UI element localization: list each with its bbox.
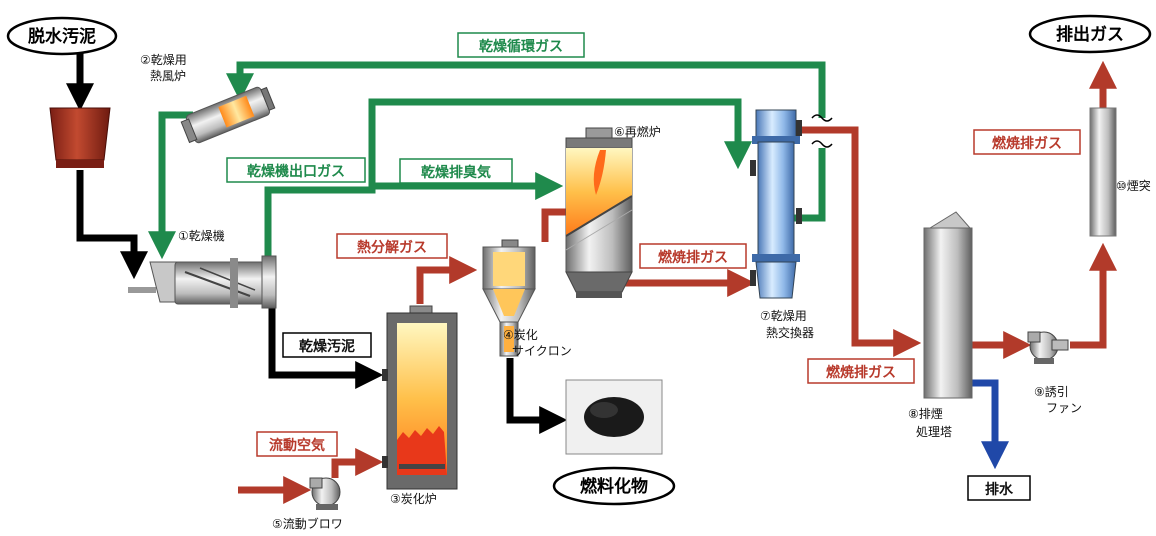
flue-gas-scrubber: [923, 211, 973, 399]
label-combustion-exhaust-1: 燃焼排ガス: [639, 243, 747, 269]
heat-exchanger: [750, 109, 802, 299]
sludge-hopper: [49, 107, 111, 168]
hot-air-furnace-label-1: ②乾燥用: [140, 53, 187, 67]
flow-hotair-to-dryer: [148, 111, 193, 260]
label-pyrolysis-gas: 熱分解ガス: [336, 233, 448, 259]
product-terminal-label: 燃料化物: [580, 476, 648, 497]
svg-text:燃焼排ガス: 燃焼排ガス: [658, 249, 728, 266]
label-combustion-exhaust-3: 燃焼排ガス: [973, 129, 1081, 155]
flow-hx-to-scrubber: [800, 126, 922, 357]
input-terminal: 脱水汚泥: [6, 16, 118, 56]
reburner-label: ⑥再燃炉: [614, 124, 661, 139]
stack-label: ⑩煙突: [1116, 178, 1151, 193]
label-dried-sludge: 乾燥汚泥: [282, 332, 372, 358]
hot-air-furnace: [180, 86, 276, 144]
hot-air-furnace-label-2: 熱風炉: [150, 69, 186, 83]
svg-text:燃焼排ガス: 燃焼排ガス: [992, 135, 1062, 152]
dryer: [128, 255, 277, 309]
output-terminal: 排出ガス: [1028, 14, 1152, 54]
label-wastewater: 排水: [967, 475, 1031, 501]
label-dryer-outlet-gas: 乾燥機出口ガス: [226, 157, 366, 183]
flow-hopper-to-dryer: [76, 170, 148, 280]
blower-label: ⑤流動ブロワ: [272, 516, 343, 531]
fan-label-2: ファン: [1046, 401, 1082, 415]
product-terminal: 燃料化物: [552, 466, 676, 506]
flow-cyclone-to-reburner: [541, 208, 566, 242]
flow-pyrolysis-gas: [416, 256, 478, 304]
flow-hx-return: [792, 148, 826, 222]
svg-text:燃焼排ガス: 燃焼排ガス: [826, 364, 896, 381]
dryer-label: ①乾燥機: [178, 228, 225, 243]
label-combustion-exhaust-2: 燃焼排ガス: [807, 358, 915, 384]
chimney-stack: [1089, 107, 1117, 237]
fluidizing-blower: [309, 477, 341, 510]
flow-wastewater: [972, 379, 1009, 470]
svg-text:排水: 排水: [985, 481, 1014, 498]
svg-text:乾燥循環ガス: 乾燥循環ガス: [479, 38, 563, 55]
carbonization-cyclone: [482, 239, 536, 357]
svg-text:乾燥排臭気: 乾燥排臭気: [421, 164, 491, 181]
reburner: [565, 127, 633, 298]
scrubber-label-2: 処理塔: [916, 425, 952, 439]
cyclone-label-2: サイクロン: [512, 344, 572, 358]
fuel-product-image: [565, 379, 663, 455]
flow-fan-to-stack: [1070, 242, 1117, 349]
carbonizer-label: ③炭化炉: [390, 492, 437, 506]
svg-text:乾燥汚泥: 乾燥汚泥: [299, 338, 355, 355]
flow-blower-to-carbonizer: [331, 448, 384, 478]
output-terminal-label: 排出ガス: [1056, 24, 1124, 45]
cyclone-label-1: ④炭化: [503, 328, 538, 342]
flow-dryer-outlet-gas: [264, 98, 752, 258]
scrubber-label-1: ⑧排煙: [908, 407, 943, 421]
svg-text:乾燥機出口ガス: 乾燥機出口ガス: [247, 163, 345, 180]
label-dryer-exhaust-odor: 乾燥排臭気: [399, 158, 513, 184]
input-terminal-label: 脱水汚泥: [28, 26, 96, 47]
svg-text:流動空気: 流動空気: [269, 437, 325, 454]
induced-draft-fan: [1027, 331, 1069, 364]
flow-circulation-gas: [226, 61, 826, 118]
heat-exchanger-label-2: 熱交換器: [766, 325, 814, 340]
fan-label-1: ⑨誘引: [1034, 385, 1069, 399]
carbonization-furnace: [382, 305, 458, 490]
flow-cyclone-to-product: [506, 358, 568, 434]
heat-exchanger-label-1: ⑦乾燥用: [760, 309, 807, 323]
flow-dried-sludge: [268, 308, 384, 389]
label-dryer-circulation-gas: 乾燥循環ガス: [457, 32, 585, 58]
line-crossover-mark: [811, 114, 833, 148]
label-fluidizing-air: 流動空気: [256, 431, 338, 457]
svg-text:熱分解ガス: 熱分解ガス: [357, 239, 427, 256]
